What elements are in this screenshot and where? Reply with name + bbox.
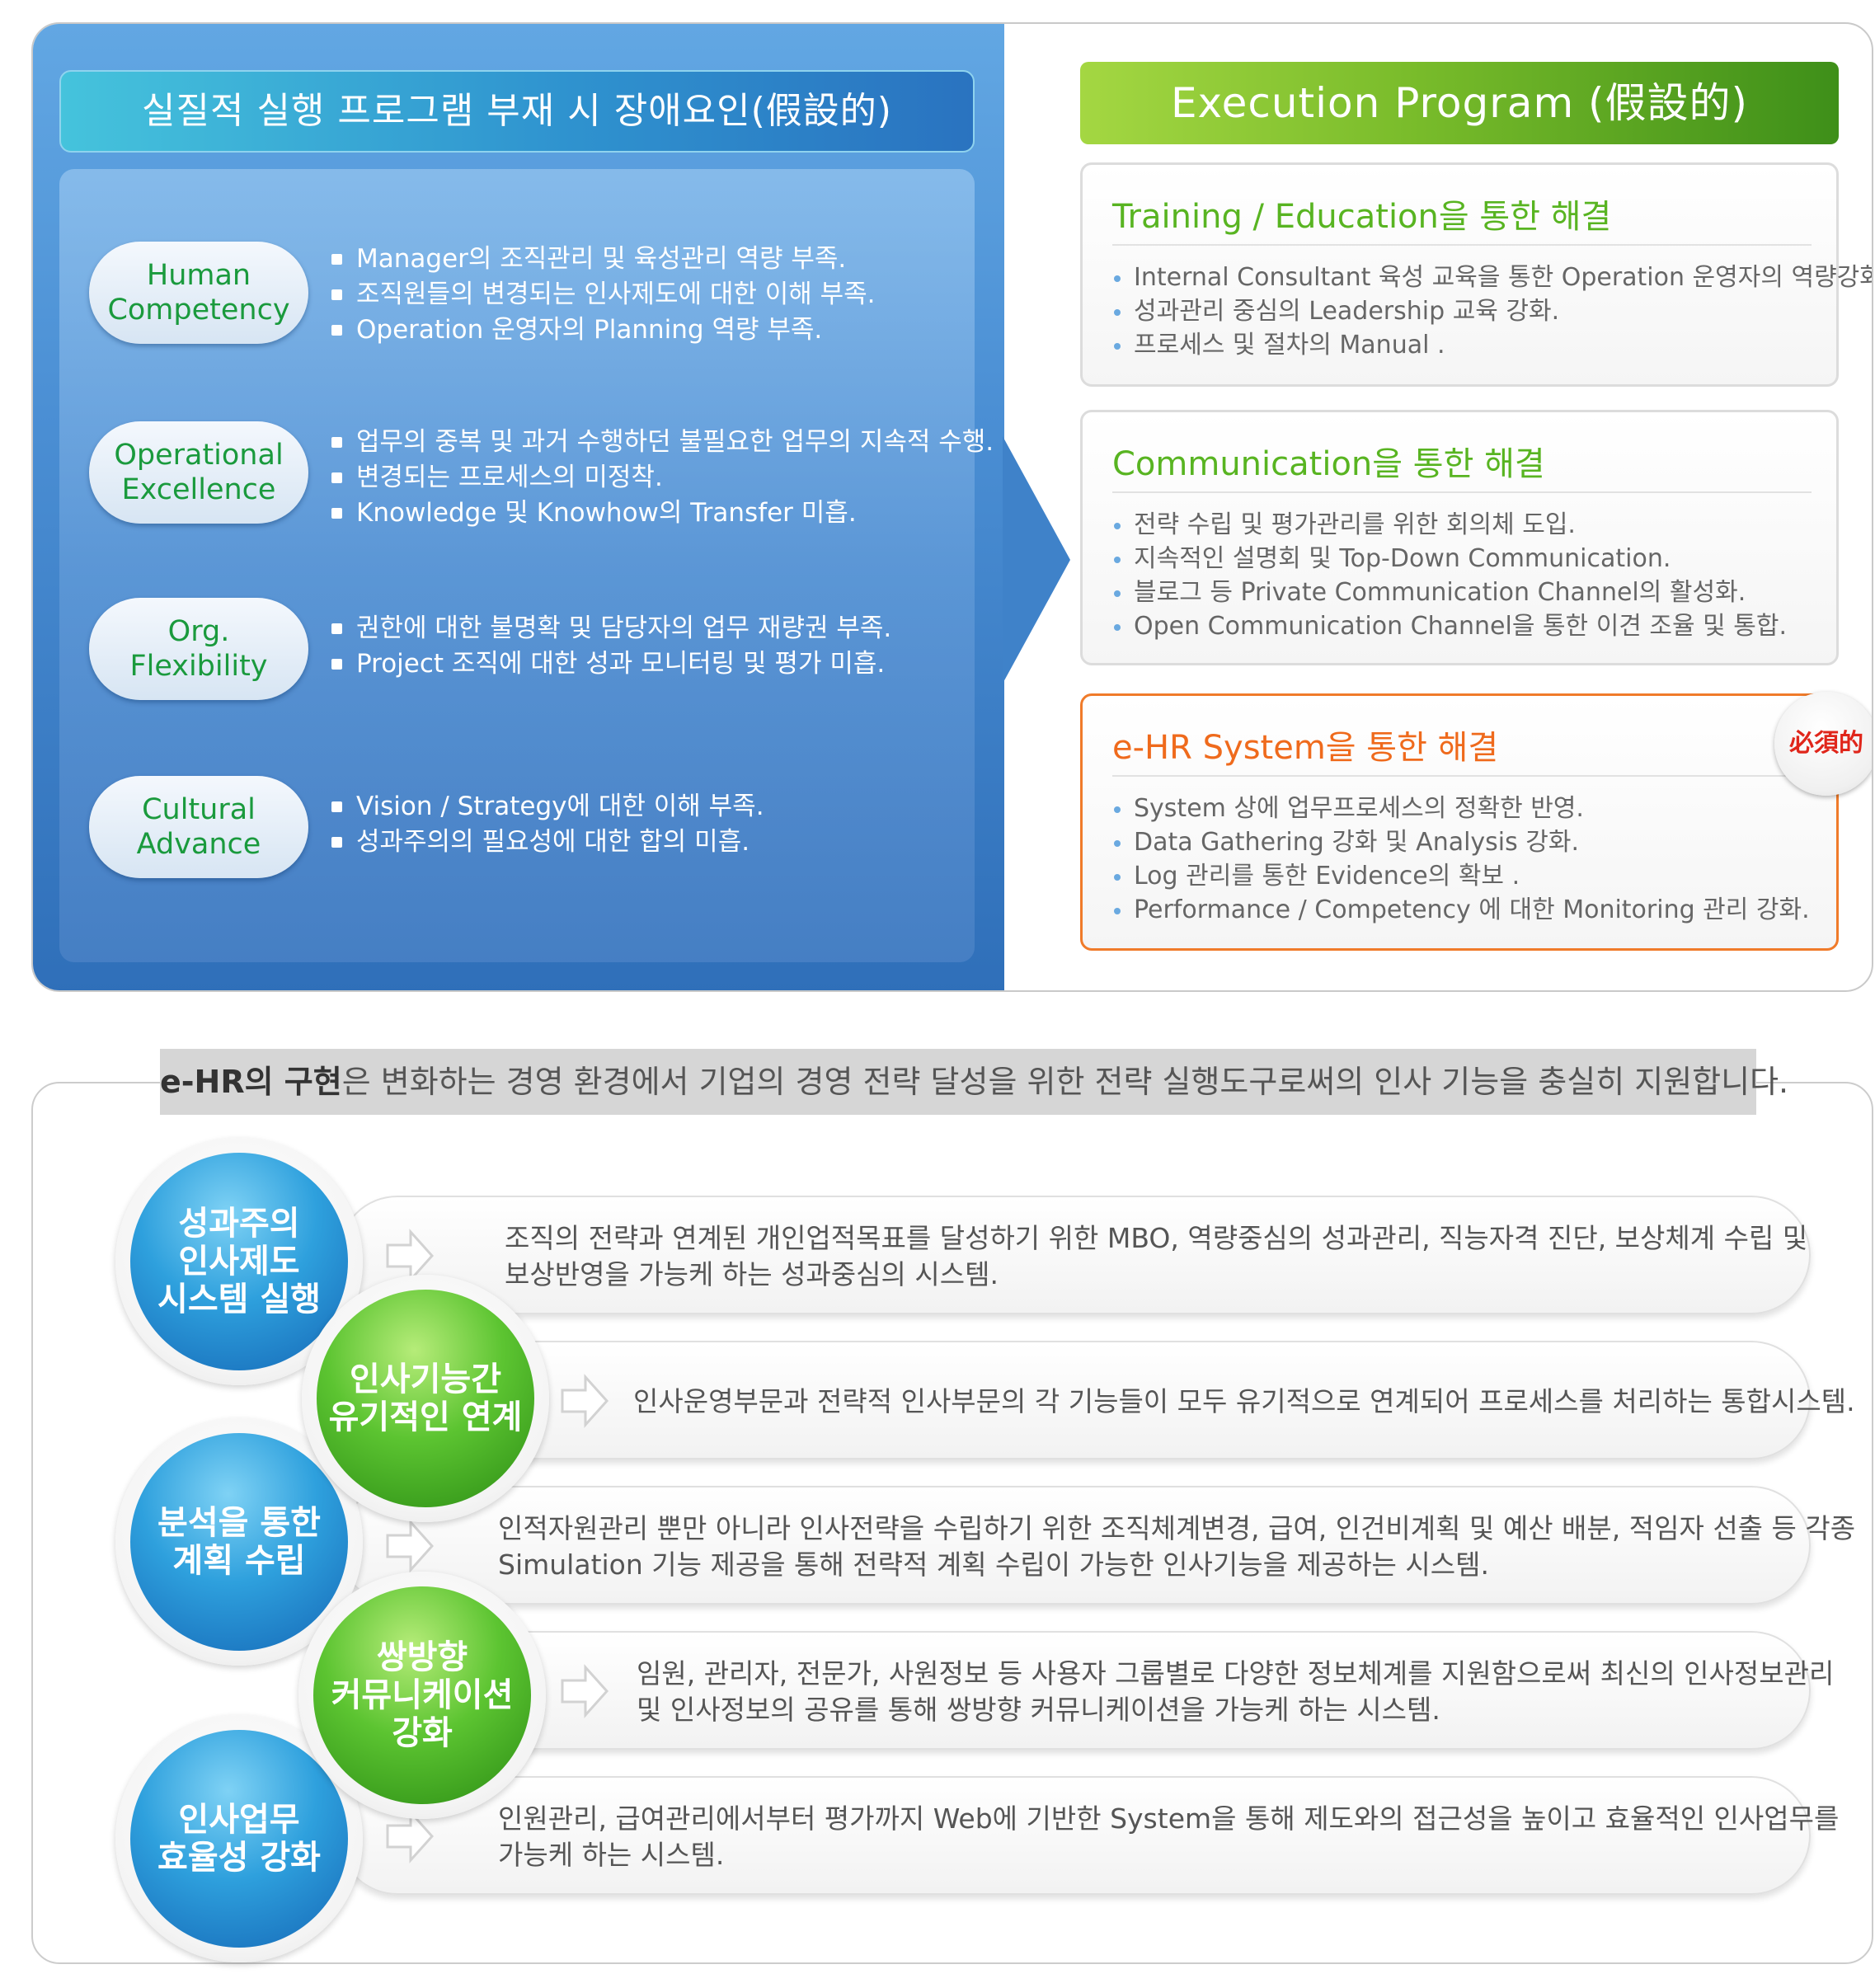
execution-program-title: Execution Program (假設的) xyxy=(1080,62,1839,144)
feature-line: 보상반영을 가능케 하는 성과중심의 시스템. xyxy=(505,1258,999,1290)
obstacle-list-operational-excellence: 업무의 중복 및 과거 수행하던 불필요한 업무의 지속적 수행. 변경되는 프… xyxy=(330,425,994,531)
solution-item: Open Communication Channel을 통한 이견 조율 및 통… xyxy=(1112,609,1787,643)
obstacle-item: Vision / Strategy에 대한 이해 부족. xyxy=(330,789,764,825)
divider xyxy=(1112,491,1812,493)
circle-label-line: 커뮤니케이션 xyxy=(331,1676,514,1714)
solution-title: Communication을 통한 해결 xyxy=(1112,445,1545,483)
chevron-right-icon xyxy=(386,1519,435,1573)
chevron-right-icon xyxy=(386,1809,435,1863)
solution-item: Internal Consultant 육성 교육을 통한 Operation … xyxy=(1112,261,1872,294)
chevron-right-icon xyxy=(561,1374,609,1428)
obstacles-panel: 실질적 실행 프로그램 부재 시 장애요인(假設的) Human Compete… xyxy=(33,24,1004,990)
solution-list: 전략 수립 및 평가관리를 위한 회의체 도입. 지속적인 설명회 및 Top-… xyxy=(1112,508,1787,643)
obstacle-list-human-competency: Manager의 조직관리 및 육성관리 역량 부족. 조직원들의 변경되는 인… xyxy=(330,242,876,348)
solution-communication: Communication을 통한 해결 전략 수립 및 평가관리를 위한 회의… xyxy=(1080,410,1839,665)
feature-circle-hr-efficiency: 인사업무 효율성 강화 xyxy=(130,1730,348,1948)
right-arrow-icon xyxy=(1003,436,1070,684)
top-panel: 실질적 실행 프로그램 부재 시 장애요인(假設的) Human Compete… xyxy=(31,22,1873,992)
circle-label-line: 시스템 실행 xyxy=(157,1281,321,1318)
obstacle-label-human-competency: Human Competency xyxy=(89,242,308,344)
obstacle-label-line: Competency xyxy=(107,294,290,327)
obstacle-list-cultural-advance: Vision / Strategy에 대한 이해 부족. 성과주의의 필요성에 … xyxy=(330,789,764,860)
obstacle-item: 조직원들의 변경되는 인사제도에 대한 이해 부족. xyxy=(330,277,876,313)
solution-item: Performance / Competency 에 대한 Monitoring… xyxy=(1112,893,1810,927)
solution-item: 전략 수립 및 평가관리를 위한 회의체 도입. xyxy=(1112,508,1787,542)
solution-item: 블로그 등 Private Communication Channel의 활성화… xyxy=(1112,576,1787,609)
obstacle-label-operational-excellence: Operational Excellence xyxy=(89,421,308,524)
chevron-right-icon xyxy=(561,1664,609,1718)
obstacle-item: 변경되는 프로세스의 미정착. xyxy=(330,460,994,496)
feature-line: 조직의 전략과 연계된 개인업적목표를 달성하기 위한 MBO, 역량중심의 성… xyxy=(505,1222,1808,1254)
solution-item: 성과관리 중심의 Leadership 교육 강화. xyxy=(1112,294,1872,328)
circle-label-line: 성과주의 xyxy=(178,1205,300,1243)
feature-description: 임원, 관리자, 전문가, 사원정보 등 사용자 그룹별로 다양한 정보체계를 … xyxy=(637,1656,1834,1728)
feature-description: 인사운영부문과 전략적 인사부문의 각 기능들이 모두 유기적으로 연계되어 프… xyxy=(633,1384,1855,1420)
obstacle-item: 권한에 대한 불명확 및 담당자의 업무 재량권 부족. xyxy=(330,611,891,646)
solution-item: Log 관리를 통한 Evidence의 확보 . xyxy=(1112,859,1810,893)
solution-list: System 상에 업무프로세스의 정확한 반영. Data Gathering… xyxy=(1112,792,1810,927)
feature-line: Simulation 기능 제공을 통해 전략적 계획 수립이 가능한 인사기능… xyxy=(498,1549,1489,1581)
obstacle-item: 성과주의의 필요성에 대한 합의 미흡. xyxy=(330,825,764,860)
obstacle-item: 업무의 중복 및 과거 수행하던 불필요한 업무의 지속적 수행. xyxy=(330,425,994,460)
obstacle-label-line: Excellence xyxy=(121,473,276,506)
summary-banner: e-HR의 구현은 변화하는 경영 환경에서 기업의 경영 전략 달성을 위한 … xyxy=(160,1049,1788,1115)
obstacles-title: 실질적 실행 프로그램 부재 시 장애요인(假設的) xyxy=(59,70,975,153)
obstacle-list-org-flexibility: 권한에 대한 불명확 및 담당자의 업무 재량권 부족. Project 조직에… xyxy=(330,611,891,682)
circle-label-line: 인사업무 xyxy=(178,1801,300,1839)
feature-circle-two-way-communication: 쌍방향 커뮤니케이션 강화 xyxy=(313,1586,531,1804)
circle-label-line: 쌍방향 xyxy=(376,1638,468,1676)
feature-line: 인적자원관리 뿐만 아니라 인사전략을 수립하기 위한 조직체계변경, 급여, … xyxy=(498,1512,1856,1544)
solution-item: 지속적인 설명회 및 Top-Down Communication. xyxy=(1112,542,1787,576)
feature-line: 및 인사정보의 공유를 통해 쌍방향 커뮤니케이션을 가능케 하는 시스템. xyxy=(637,1694,1440,1726)
circle-label-line: 강화 xyxy=(392,1714,453,1752)
obstacle-label-org-flexibility: Org. Flexibility xyxy=(89,598,308,700)
obstacle-item: Manager의 조직관리 및 육성관리 역량 부족. xyxy=(330,242,876,277)
feature-line: 임원, 관리자, 전문가, 사원정보 등 사용자 그룹별로 다양한 정보체계를 … xyxy=(637,1657,1835,1690)
summary-bold: e-HR의 구현 xyxy=(160,1064,342,1100)
obstacle-label-line: Advance xyxy=(136,828,261,861)
solution-item: Data Gathering 강화 및 Analysis 강화. xyxy=(1112,825,1810,859)
circle-label-line: 유기적인 연계 xyxy=(328,1398,523,1436)
circle-label-line: 분석을 통한 xyxy=(157,1504,321,1542)
obstacle-label-line: Human xyxy=(146,259,251,292)
feature-bar xyxy=(338,1776,1811,1895)
circle-label-line: 인사기능간 xyxy=(350,1361,501,1398)
obstacle-item: Knowledge 및 Knowhow의 Transfer 미흡. xyxy=(330,496,994,531)
feature-bar xyxy=(338,1196,1811,1314)
obstacle-label-line: Org. xyxy=(167,615,230,648)
chevron-right-icon xyxy=(386,1229,435,1283)
feature-description: 인원관리, 급여관리에서부터 평가까지 Web에 기반한 System을 통해 … xyxy=(498,1801,1839,1873)
obstacle-label-line: Cultural xyxy=(142,793,256,826)
summary-text: 은 변화하는 경영 환경에서 기업의 경영 전략 달성을 위한 전략 실행도구로… xyxy=(341,1064,1789,1100)
obstacle-label-line: Operational xyxy=(114,439,284,472)
obstacle-item: Project 조직에 대한 성과 모니터링 및 평가 미흡. xyxy=(330,646,891,682)
solution-item: System 상에 업무프로세스의 정확한 반영. xyxy=(1112,792,1810,825)
solution-title: e-HR System을 통한 해결 xyxy=(1112,729,1499,767)
divider xyxy=(1112,244,1812,246)
solution-training: Training / Education을 통한 해결 Internal Con… xyxy=(1080,162,1872,387)
solution-item: 프로세스 및 절차의 Manual . xyxy=(1112,328,1872,362)
feature-line: 인사운영부문과 전략적 인사부문의 각 기능들이 모두 유기적으로 연계되어 프… xyxy=(633,1385,1855,1417)
solution-ehr-system: e-HR System을 통한 해결 System 상에 업무프로세스의 정확한… xyxy=(1080,693,1839,951)
circle-label-line: 효율성 강화 xyxy=(157,1839,321,1877)
circle-label-line: 인사제도 xyxy=(178,1243,300,1281)
solution-title: Training / Education을 통한 해결 xyxy=(1112,198,1612,236)
feature-line: 가능케 하는 시스템. xyxy=(498,1839,725,1871)
feature-circle-hr-integration: 인사기능간 유기적인 연계 xyxy=(317,1290,534,1507)
feature-description: 인적자원관리 뿐만 아니라 인사전략을 수립하기 위한 조직체계변경, 급여, … xyxy=(498,1511,1855,1583)
required-badge: 必須的 xyxy=(1774,692,1872,796)
feature-circle-analysis-planning: 분석을 통한 계획 수립 xyxy=(130,1433,348,1651)
obstacle-label-line: Flexibility xyxy=(129,650,268,683)
obstacle-item: Operation 운영자의 Planning 역량 부족. xyxy=(330,313,876,348)
solution-list: Internal Consultant 육성 교육을 통한 Operation … xyxy=(1112,261,1872,362)
feature-bar xyxy=(338,1486,1811,1605)
obstacle-label-cultural-advance: Cultural Advance xyxy=(89,776,308,878)
feature-description: 조직의 전략과 연계된 개인업적목표를 달성하기 위한 MBO, 역량중심의 성… xyxy=(505,1220,1807,1293)
circle-label-line: 계획 수립 xyxy=(172,1542,306,1580)
feature-circle-performance-system: 성과주의 인사제도 시스템 실행 xyxy=(130,1153,348,1370)
divider xyxy=(1112,775,1812,777)
feature-line: 인원관리, 급여관리에서부터 평가까지 Web에 기반한 System을 통해 … xyxy=(498,1802,1840,1835)
